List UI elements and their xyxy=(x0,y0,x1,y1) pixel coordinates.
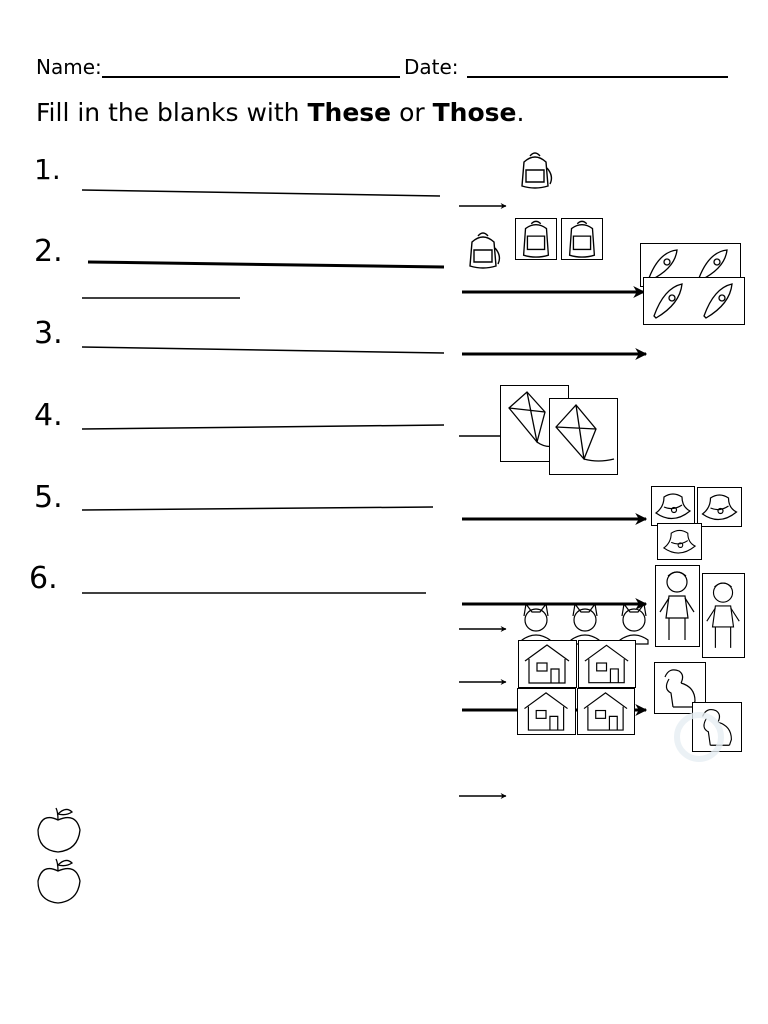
answer-blank-4[interactable] xyxy=(81,424,445,430)
house-icon xyxy=(577,688,635,735)
backpack-icon xyxy=(462,230,504,272)
kite-icon xyxy=(549,398,618,475)
answer-blank-2[interactable] xyxy=(87,260,445,269)
instruction-suffix: . xyxy=(516,98,525,127)
question-number-5: 5. xyxy=(34,480,63,515)
watermark-icon xyxy=(674,712,724,762)
question-number-3: 3. xyxy=(34,316,63,351)
hat-icon xyxy=(697,487,742,527)
house-icon xyxy=(517,688,576,735)
answer-blank-5[interactable] xyxy=(81,506,434,511)
date-field[interactable] xyxy=(467,76,728,78)
question-number-1: 1. xyxy=(34,153,61,186)
cat-icon xyxy=(612,600,656,646)
hat-icon xyxy=(657,523,702,560)
house-icon xyxy=(578,640,636,688)
instruction-word-those: Those xyxy=(432,98,517,127)
question-number-2: 2. xyxy=(34,234,63,269)
boy-icon xyxy=(655,565,700,647)
house-icon xyxy=(518,640,577,688)
boy-icon xyxy=(702,573,745,658)
answer-blank-3[interactable] xyxy=(81,346,445,354)
hat-icon xyxy=(651,486,695,526)
apple-icon xyxy=(34,806,84,854)
backpack-icon xyxy=(561,218,603,260)
backpack-icon xyxy=(514,150,556,192)
instruction: Fill in the blanks with These or Those. xyxy=(36,98,524,127)
apple-icon xyxy=(34,856,84,906)
cat-icon xyxy=(563,600,607,646)
answer-blank-1[interactable] xyxy=(81,189,441,197)
instruction-middle: or xyxy=(391,98,433,127)
instruction-prefix: Fill in the blanks with xyxy=(36,98,308,127)
date-label: Date: xyxy=(404,55,459,79)
question-number-4: 4. xyxy=(34,398,63,433)
rocket-icon xyxy=(643,277,745,325)
question-number-6: 6. xyxy=(29,561,58,596)
name-field[interactable] xyxy=(102,76,400,78)
backpack-icon xyxy=(515,218,557,260)
name-label: Name: xyxy=(36,55,102,79)
instruction-word-these: These xyxy=(307,98,392,127)
